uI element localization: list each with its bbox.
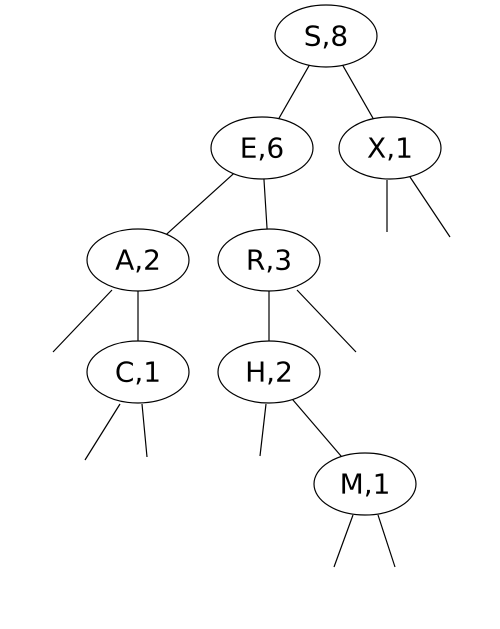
null-child-stub <box>141 403 148 458</box>
tree-node-m: M,1 <box>313 452 417 516</box>
null-child-stub <box>409 176 451 238</box>
null-child-stub <box>377 514 396 568</box>
edge-s-x <box>342 64 374 120</box>
edge-e-a <box>166 173 234 235</box>
tree-node-h: H,2 <box>217 340 321 404</box>
tree-node-a: A,2 <box>86 228 190 292</box>
tree-node-r: R,3 <box>217 228 321 292</box>
node-label: X,1 <box>367 132 413 165</box>
edge-h-m <box>292 399 342 457</box>
node-ellipse <box>338 116 442 180</box>
nodes-layer: S,8E,6 X,1A,2 R,3C,1 H,2M,1 <box>86 4 442 516</box>
node-label: E,6 <box>240 132 284 165</box>
null-child-stub <box>84 403 121 461</box>
null-child-stub <box>52 289 113 353</box>
null-child-stub <box>259 403 267 457</box>
tree-node-c: C,1 <box>86 340 190 404</box>
tree-node-s: S,8 <box>274 4 378 68</box>
null-child-stub <box>333 514 354 568</box>
tree-node-x: X,1 <box>338 116 442 180</box>
edges-layer <box>52 64 451 568</box>
node-label: M,1 <box>340 468 391 501</box>
node-ellipse <box>217 228 321 292</box>
node-ellipse <box>274 4 378 68</box>
node-ellipse <box>210 116 314 180</box>
node-ellipse <box>217 340 321 404</box>
null-child-stub <box>296 289 357 353</box>
node-label: R,3 <box>246 244 292 277</box>
node-ellipse <box>86 228 190 292</box>
edge-e-r <box>263 178 268 230</box>
node-label: S,8 <box>304 20 349 53</box>
node-ellipse <box>313 452 417 516</box>
tree-node-e: E,6 <box>210 116 314 180</box>
node-ellipse <box>86 340 190 404</box>
node-label: H,2 <box>245 356 293 389</box>
edge-s-e <box>278 64 310 120</box>
node-label: C,1 <box>115 356 161 389</box>
node-label: A,2 <box>115 244 161 277</box>
